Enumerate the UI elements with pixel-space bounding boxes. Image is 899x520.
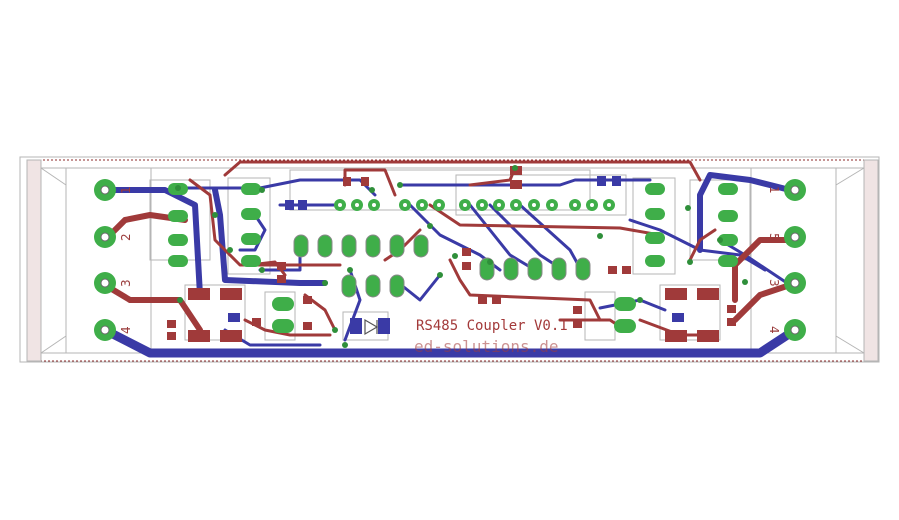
- right-terminal-number: 5: [767, 233, 781, 241]
- board-title: RS485 Coupler V0.1: [416, 318, 568, 334]
- top-copper-traces: [102, 160, 793, 337]
- right-terminal-number: 4: [767, 326, 781, 334]
- board-outline: [26, 159, 879, 362]
- diode-symbol: [364, 318, 379, 336]
- ic-pads: [293, 234, 591, 298]
- terminal-numbers-right: 1 5 3 4: [767, 186, 781, 334]
- right-terminal-number: 3: [767, 279, 781, 287]
- silkscreen-outline: [19, 156, 880, 363]
- left-terminal-number: 3: [119, 279, 133, 287]
- board-website: ed-solutions.de: [414, 337, 559, 356]
- left-terminal-number: 1: [119, 186, 133, 194]
- header-pin-holes: [338, 203, 611, 207]
- right-terminal-number: 1: [767, 186, 781, 194]
- oval-pads: [168, 183, 738, 333]
- bottom-copper-traces: [100, 172, 800, 358]
- left-terminal-number: 4: [119, 326, 133, 334]
- terminal-numbers-left: 1 2 3 4: [119, 186, 133, 334]
- vias: [175, 165, 748, 348]
- right-terminal-block: [784, 179, 806, 341]
- left-terminal-block: [94, 179, 116, 341]
- left-terminal-number: 2: [119, 233, 133, 241]
- smd-pads: [167, 166, 736, 342]
